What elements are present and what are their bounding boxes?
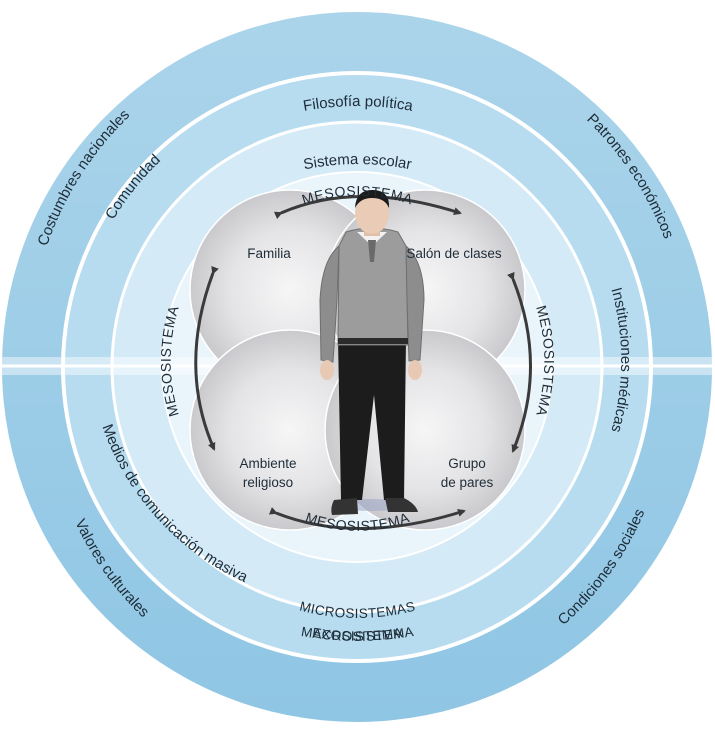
meso-label-left: MESOSISTEMA <box>158 303 182 418</box>
microsystems-name: MICROSISTEMAS <box>298 599 417 621</box>
meso-arrow-bottom <box>268 507 466 530</box>
exo-label-school: Sistema escolar <box>302 151 413 173</box>
micro-label-classroom: Salón de clases <box>406 246 502 261</box>
micro-label-religious-1: Ambiente <box>239 456 296 471</box>
standing-person-icon <box>319 190 425 515</box>
meso-arrow-right <box>507 271 532 453</box>
micro-label-family: Familia <box>247 246 291 261</box>
meso-label-right: MESOSISTEMA <box>533 304 557 419</box>
meso-arrow-left <box>194 265 219 451</box>
mesosystem-labels: MESOSISTEMA MESOSISTEMA MESOSISTEMA MESO… <box>158 183 557 534</box>
macro-label-political: Filosofía política <box>302 93 415 115</box>
exosystem-name: EXOSISTEMA <box>311 625 403 644</box>
micro-label-peers-2: de pares <box>441 475 494 490</box>
micro-label-religious-2: religioso <box>243 475 293 490</box>
macrosystem-name: MACROSISTEMA <box>300 624 415 644</box>
micro-label-peers-1: Grupo <box>448 456 486 471</box>
microsystem-labels: Familia Salón de clases Ambiente religio… <box>239 246 501 490</box>
